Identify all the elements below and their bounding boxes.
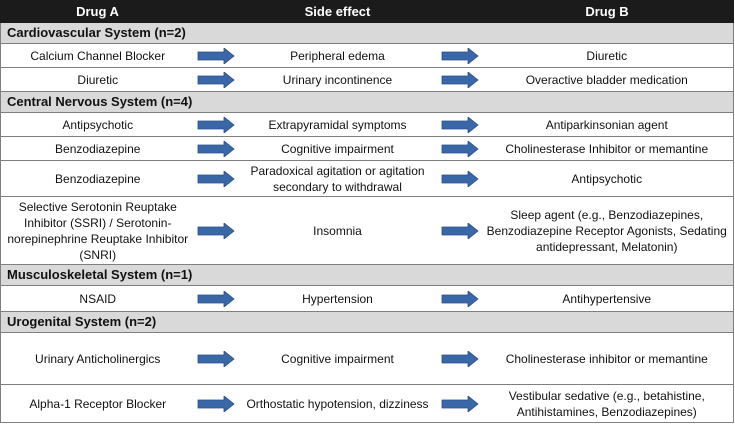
right-arrow-shape bbox=[197, 47, 235, 64]
drug-a-cell: Diuretic bbox=[0, 67, 195, 92]
right-arrow-shape bbox=[441, 395, 479, 412]
arrow-icon bbox=[194, 112, 237, 137]
side-effect-cell: Insomnia bbox=[236, 196, 439, 265]
prescribing-cascade-table: Drug A Side effect Drug B Cardiovascular… bbox=[0, 0, 734, 423]
right-arrow-shape bbox=[441, 116, 479, 133]
right-arrow-shape bbox=[441, 170, 479, 187]
side-effect-cell: Orthostatic hypotension, dizziness bbox=[236, 384, 439, 423]
side-effect-cell: Extrapyramidal symptoms bbox=[236, 112, 439, 137]
right-arrow-shape bbox=[197, 222, 235, 239]
arrow-icon bbox=[194, 196, 237, 265]
right-arrow-shape bbox=[441, 71, 479, 88]
arrow-icon bbox=[438, 112, 481, 137]
right-arrow-shape bbox=[197, 395, 235, 412]
right-arrow-shape bbox=[441, 222, 479, 239]
arrow-icon bbox=[194, 67, 237, 92]
drug-b-cell: Sleep agent (e.g., Benzodiazepines, Benz… bbox=[480, 196, 734, 265]
drug-b-cell: Antihypertensive bbox=[480, 285, 734, 312]
header-side-effect: Side effect bbox=[194, 0, 481, 23]
side-effect-cell: Urinary incontinence bbox=[236, 67, 439, 92]
arrow-icon bbox=[438, 43, 481, 68]
table-row: Urinary Anticholinergics Cognitive impai… bbox=[0, 332, 734, 385]
drug-a-cell: Antipsychotic bbox=[0, 112, 195, 137]
section-title: Urogenital System (n=2) bbox=[0, 311, 734, 333]
drug-b-cell: Overactive bladder medication bbox=[480, 67, 734, 92]
drug-b-cell: Diuretic bbox=[480, 43, 734, 68]
drug-a-cell: Alpha-1 Receptor Blocker bbox=[0, 384, 195, 423]
section-title: Central Nervous System (n=4) bbox=[0, 91, 734, 113]
drug-a-cell: Calcium Channel Blocker bbox=[0, 43, 195, 68]
header-row: Drug A Side effect Drug B bbox=[0, 0, 734, 23]
arrow-icon bbox=[438, 332, 481, 385]
arrow-icon bbox=[438, 160, 481, 197]
arrow-icon bbox=[194, 160, 237, 197]
right-arrow-shape bbox=[197, 290, 235, 307]
table-row: Diuretic Urinary incontinence Overactive… bbox=[0, 67, 734, 92]
right-arrow-shape bbox=[441, 47, 479, 64]
drug-a-cell: Benzodiazepine bbox=[0, 136, 195, 161]
table-row: Antipsychotic Extrapyramidal symptoms An… bbox=[0, 112, 734, 137]
right-arrow-shape bbox=[441, 140, 479, 157]
drug-b-cell: Antiparkinsonian agent bbox=[480, 112, 734, 137]
drug-a-cell: Selective Serotonin Reuptake Inhibitor (… bbox=[0, 196, 195, 265]
drug-b-cell: Cholinesterase Inhibitor or memantine bbox=[480, 136, 734, 161]
drug-a-cell: Benzodiazepine bbox=[0, 160, 195, 197]
section-title: Cardiovascular System (n=2) bbox=[0, 22, 734, 44]
arrow-icon bbox=[194, 285, 237, 312]
header-drug-a: Drug A bbox=[0, 0, 195, 23]
arrow-icon bbox=[194, 332, 237, 385]
arrow-icon bbox=[438, 67, 481, 92]
section-row: Central Nervous System (n=4) bbox=[0, 91, 734, 113]
right-arrow-shape bbox=[197, 350, 235, 367]
arrow-icon bbox=[438, 285, 481, 312]
table-row: NSAID Hypertension Antihypertensive bbox=[0, 285, 734, 312]
side-effect-cell: Peripheral edema bbox=[236, 43, 439, 68]
right-arrow-shape bbox=[197, 116, 235, 133]
table-row: Calcium Channel Blocker Peripheral edema… bbox=[0, 43, 734, 68]
table-row: Alpha-1 Receptor Blocker Orthostatic hyp… bbox=[0, 384, 734, 423]
drug-a-cell: Urinary Anticholinergics bbox=[0, 332, 195, 385]
right-arrow-shape bbox=[197, 71, 235, 88]
right-arrow-shape bbox=[197, 170, 235, 187]
arrow-icon bbox=[438, 136, 481, 161]
side-effect-cell: Hypertension bbox=[236, 285, 439, 312]
table-row: Benzodiazepine Cognitive impairment Chol… bbox=[0, 136, 734, 161]
side-effect-cell: Cognitive impairment bbox=[236, 332, 439, 385]
side-effect-cell: Paradoxical agitation or agitation secon… bbox=[236, 160, 439, 197]
arrow-icon bbox=[194, 136, 237, 161]
table-row: Benzodiazepine Paradoxical agitation or … bbox=[0, 160, 734, 197]
header-drug-b: Drug B bbox=[480, 0, 734, 23]
arrow-icon bbox=[438, 384, 481, 423]
right-arrow-shape bbox=[441, 350, 479, 367]
drug-b-cell: Antipsychotic bbox=[480, 160, 734, 197]
arrow-icon bbox=[438, 196, 481, 265]
drug-b-cell: Cholinesterase inhibitor or memantine bbox=[480, 332, 734, 385]
section-title: Musculoskeletal System (n=1) bbox=[0, 264, 734, 286]
right-arrow-shape bbox=[441, 290, 479, 307]
side-effect-cell: Cognitive impairment bbox=[236, 136, 439, 161]
drug-a-cell: NSAID bbox=[0, 285, 195, 312]
arrow-icon bbox=[194, 384, 237, 423]
drug-b-cell: Vestibular sedative (e.g., betahistine, … bbox=[480, 384, 734, 423]
section-row: Cardiovascular System (n=2) bbox=[0, 22, 734, 44]
arrow-icon bbox=[194, 43, 237, 68]
right-arrow-shape bbox=[197, 140, 235, 157]
section-row: Musculoskeletal System (n=1) bbox=[0, 264, 734, 286]
section-row: Urogenital System (n=2) bbox=[0, 311, 734, 333]
table-row: Selective Serotonin Reuptake Inhibitor (… bbox=[0, 196, 734, 265]
